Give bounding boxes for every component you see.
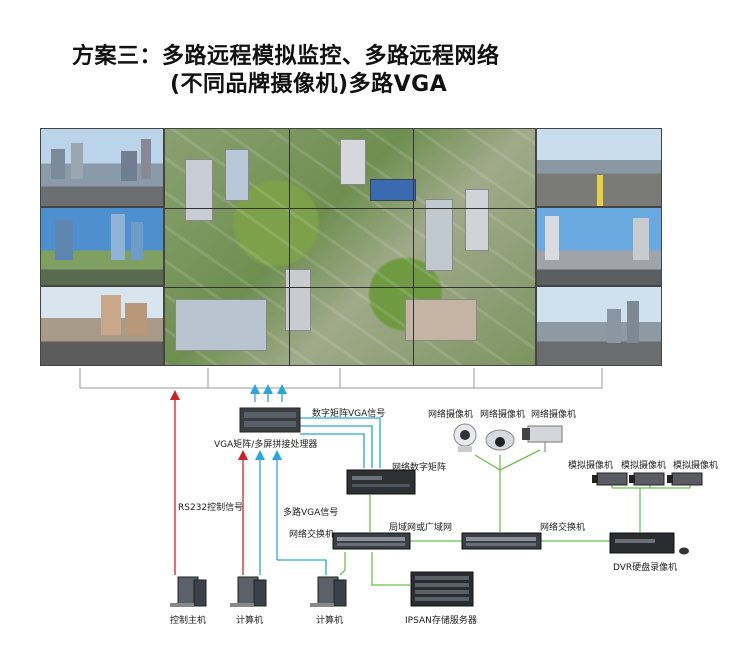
wall-tile-right-1 [536,128,662,207]
multi-vga-label: 多路VGA信号 [283,508,339,518]
vga-in-arrow-2 [272,450,282,460]
analog-camera-2 [629,472,665,486]
wall-tile-right-3 [536,286,662,366]
vga-up-arrow-1 [250,384,260,394]
dvr-device [609,532,689,555]
net-cam-1-label: 网络摄像机 [428,410,474,420]
computer-1-label: 计算机 [236,616,264,626]
video-wall [40,128,662,366]
wall-tile-center [164,128,536,366]
network-camera-3 [522,425,563,452]
network-camera-2 [485,429,515,451]
vga-in-arrow-1 [255,450,265,460]
wall-tile-left-3 [40,286,164,366]
vga-up-arrow-2 [263,384,273,394]
digital-matrix-device [346,469,416,495]
diagram-title-line2: (不同品牌摄像机)多路VGA [170,72,448,97]
processor-label: VGA矩阵/多屏拼接处理器 [214,440,318,450]
vga-up-arrow-3 [277,384,287,394]
wall-bracket [79,368,603,389]
diagram-title-line1: 方案三：多路远程模拟监控、多路远程网络 [72,44,500,69]
computer-2 [310,576,347,607]
right-switch-device [461,532,542,550]
matrix-vga-signal-label: 数字矩阵VGA信号 [312,409,386,419]
rs232-arrow [170,390,180,400]
analog-camera-3 [667,472,703,486]
network-camera-1 [453,423,477,452]
wall-tile-left-1 [40,128,164,207]
ipsan-storage-device [410,571,474,607]
vga-lines [254,392,381,575]
computer-2-label: 计算机 [316,616,344,626]
switch-left-label: 网络交换机 [289,530,335,540]
processor-in-arrow-red [238,450,248,460]
analog-camera-1 [592,472,628,486]
analog-cam-3-label: 模拟摄像机 [673,461,719,471]
net-cam-2-label: 网络摄像机 [480,410,526,420]
left-switch-device [332,532,411,550]
control-host-label: 控制主机 [170,616,207,626]
rs232-label: RS232控制信号 [178,503,244,513]
lan-wan-label: 局域网或广域网 [389,523,453,533]
switch-right-label: 网络交换机 [540,523,586,533]
analog-cam-1-label: 模拟摄像机 [568,461,614,471]
vga-processor-device [239,407,301,433]
wall-tile-left-2 [40,207,164,286]
control-host-computer [170,576,207,607]
computer-1 [230,576,267,607]
digital-matrix-label: 网络数字矩阵 [392,463,447,473]
dvr-label: DVR硬盘录像机 [613,563,678,573]
wall-tile-right-2 [536,207,662,286]
ipsan-label: IPSAN存储服务器 [405,616,477,626]
analog-cam-2-label: 模拟摄像机 [621,461,667,471]
net-cam-3-label: 网络摄像机 [531,410,577,420]
